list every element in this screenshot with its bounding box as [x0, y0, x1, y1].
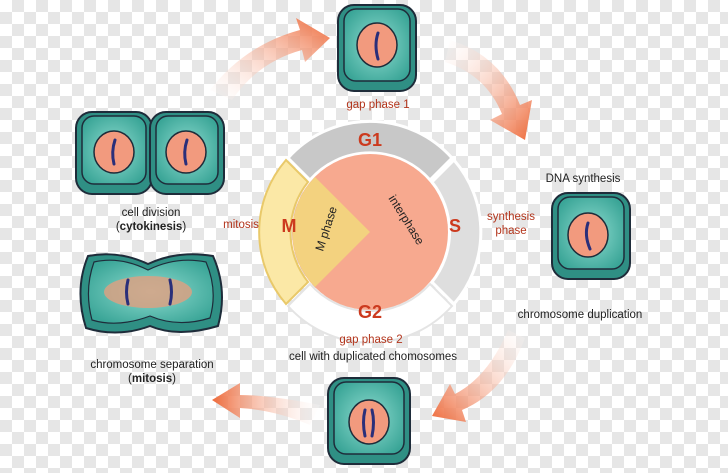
m-phase-wedge: [292, 177, 370, 287]
chromosome-separation-label: chromosome separation (mitosis): [72, 358, 232, 386]
mitosis-paren-line: (mitosis): [72, 372, 232, 386]
cytokinesis-paren-open: (: [115, 221, 120, 233]
gap-phase-1-label: gap phase 1: [346, 99, 410, 111]
arrow-to-mitosis: [212, 383, 320, 425]
dna-synthesis-label: DNA synthesis: [545, 173, 621, 185]
synthesis-phase-label: synthesis phase: [476, 210, 546, 238]
mitosis-bold: mitosis: [131, 373, 173, 385]
s-label: S: [449, 216, 461, 236]
chromosome-separation-line: chromosome separation: [90, 359, 214, 371]
cell-mitosis: [79, 253, 223, 334]
arrow-to-g2: [432, 330, 525, 422]
g2-band: [286, 282, 454, 344]
synthesis-phase-line1: synthesis: [487, 211, 535, 223]
cell-division-label: cell division (cytokinesis): [96, 206, 206, 234]
duplicated-cell-label: cell with duplicated chomosomes: [288, 351, 458, 363]
cytokinesis-paren-close: ): [182, 221, 187, 233]
cytokinesis-line: (cytokinesis): [96, 220, 206, 234]
cell-duplicated: [327, 377, 411, 465]
chromosome-duplication-label: chromosome duplication: [517, 309, 643, 321]
cell-cytokinesis-left: [75, 111, 153, 195]
m-label: M: [282, 216, 297, 236]
arrow-to-g1: [210, 18, 330, 100]
cell-division-line: cell division: [121, 207, 181, 219]
cell-dna-synthesis: [551, 192, 631, 280]
cycle-wheel: [258, 119, 483, 344]
s-band: [429, 157, 483, 307]
g1-label: G1: [358, 130, 382, 150]
cell-g1: [337, 4, 417, 92]
mitosis-paren-open: (: [128, 373, 132, 385]
arrow-to-s: [445, 40, 532, 140]
mitosis-side-label: mitosis: [223, 219, 259, 231]
synthesis-phase-line2: phase: [495, 225, 527, 237]
cytokinesis-bold: cytokinesis: [119, 221, 183, 233]
mitosis-paren-close: ): [172, 373, 176, 385]
g1-band: [285, 119, 455, 183]
g2-label: G2: [358, 302, 382, 322]
m-band: [258, 158, 310, 306]
cell-cytokinesis-right: [149, 111, 225, 195]
gap-phase-2-label: gap phase 2: [339, 334, 403, 346]
